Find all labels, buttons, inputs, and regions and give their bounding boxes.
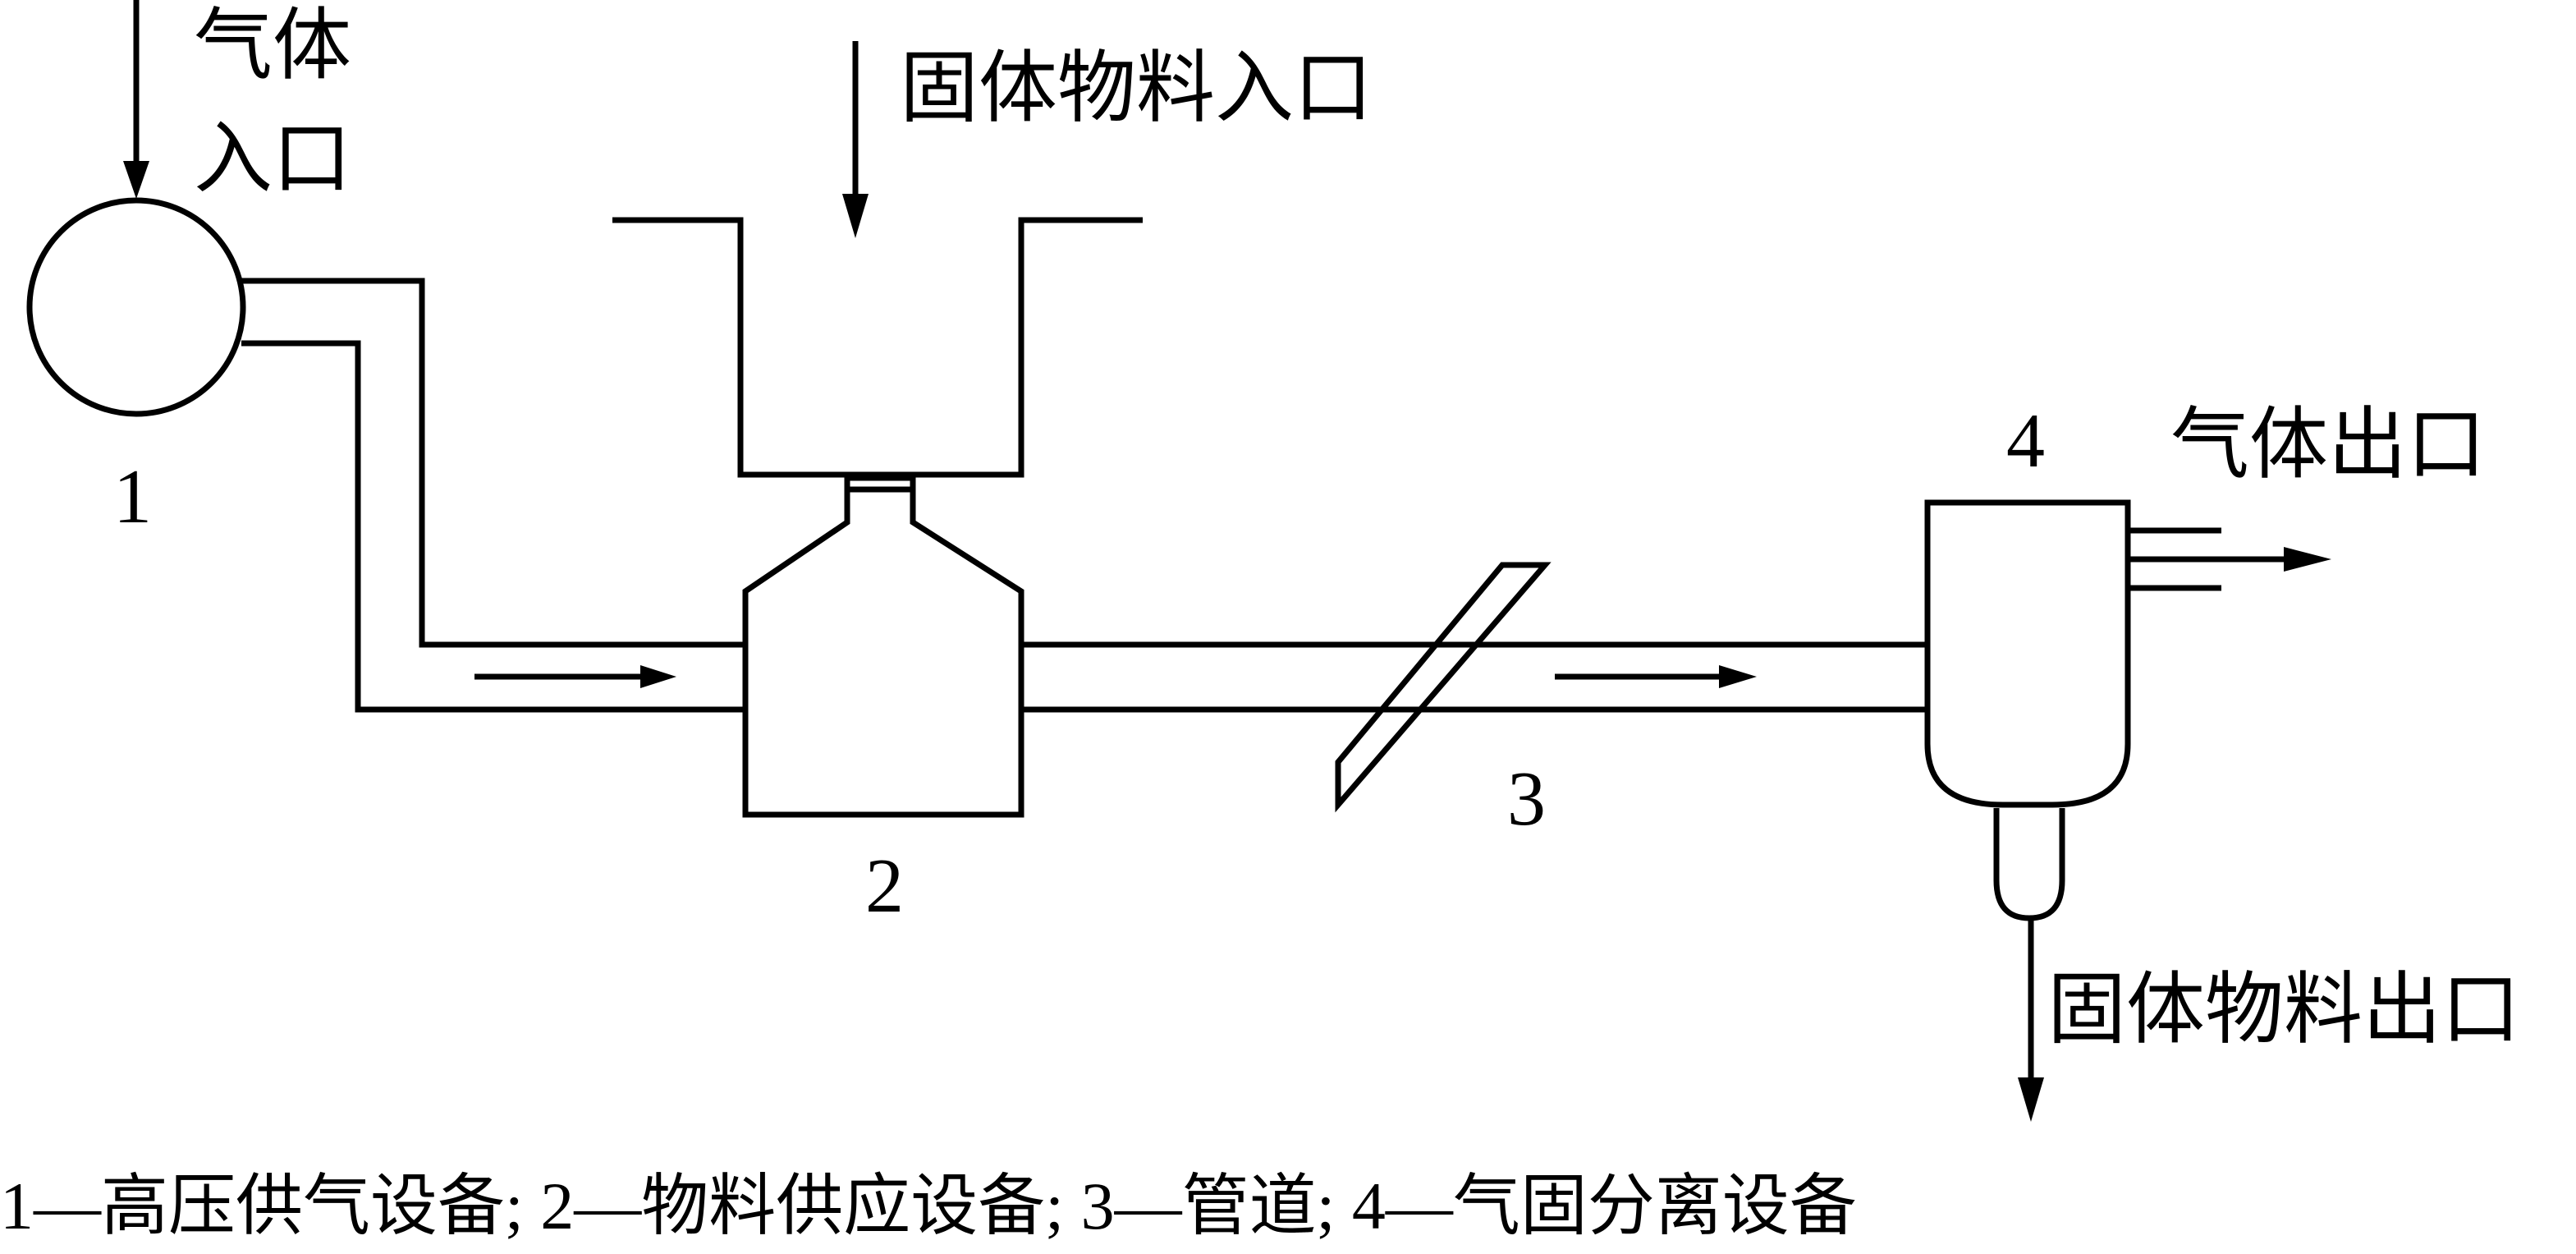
gas-inlet-label-line1: 气体 bbox=[194, 2, 351, 90]
diagram-caption: 1—高压供气设备; 2—物料供应设备; 3—管道; 4—气固分离设备 bbox=[0, 1169, 1857, 1243]
material-feeder-body bbox=[742, 489, 1024, 818]
main-flow-arrowhead bbox=[1719, 665, 1757, 688]
separator-body bbox=[1924, 499, 2131, 808]
supply-pipe-lower bbox=[241, 340, 745, 713]
gas-outlet-arrowhead bbox=[2284, 547, 2331, 572]
pipe-valve-symbol bbox=[1335, 562, 1552, 813]
supply-pipe-upper bbox=[241, 278, 745, 648]
gas-inlet-label-line2: 入口 bbox=[194, 115, 351, 203]
solid-inlet-arrowhead bbox=[842, 194, 869, 238]
component-number-1: 1 bbox=[113, 454, 152, 540]
component-number-3: 3 bbox=[1507, 756, 1546, 842]
gas-inlet-arrowhead bbox=[123, 161, 149, 199]
hopper bbox=[612, 217, 1143, 478]
component-number-4: 4 bbox=[2006, 398, 2045, 484]
gas-outlet-label: 气体出口 bbox=[2170, 401, 2486, 489]
supply-flow-arrowhead bbox=[640, 665, 676, 688]
separator-solid-outlet-tube bbox=[1993, 808, 2065, 921]
solid-outlet-label: 固体物料出口 bbox=[2047, 966, 2520, 1054]
solid-outlet-arrowhead bbox=[2018, 1077, 2044, 1122]
solid-inlet-label: 固体物料入口 bbox=[900, 44, 1373, 132]
component-number-2: 2 bbox=[865, 843, 904, 929]
gas-supply-circle bbox=[26, 197, 246, 417]
hopper-neck-cap bbox=[844, 475, 916, 493]
